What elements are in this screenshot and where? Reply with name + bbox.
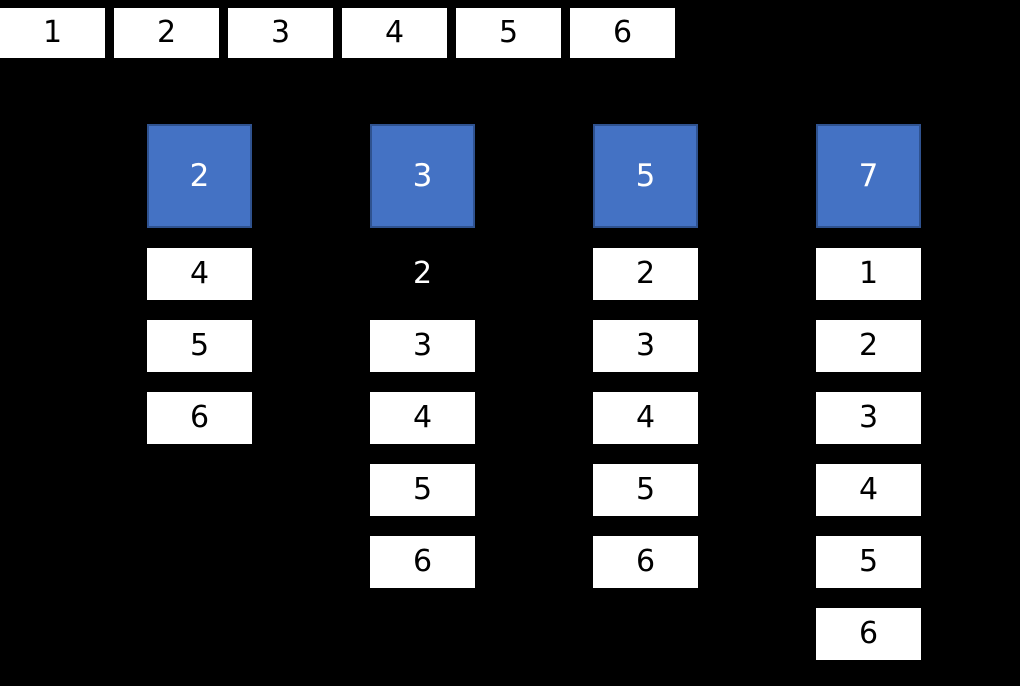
column-item[interactable]: 5 <box>816 536 921 588</box>
column-item[interactable]: 1 <box>816 248 921 300</box>
column-header-cell[interactable]: 3 <box>370 124 475 228</box>
column-item-plain[interactable]: 2 <box>412 256 433 291</box>
column-2: 3 2 3 4 5 6 <box>370 124 475 660</box>
column-3: 5 2 3 4 5 6 <box>593 124 698 660</box>
input-cell[interactable]: 6 <box>570 8 675 58</box>
columns-group: 2 4 5 6 3 2 3 4 5 6 5 2 3 4 5 6 7 1 2 3 4 5 6 <box>147 124 921 660</box>
input-cell[interactable]: 3 <box>228 8 333 58</box>
column-item[interactable]: 6 <box>147 392 252 444</box>
column-item[interactable]: 4 <box>593 392 698 444</box>
column-item[interactable]: 5 <box>370 464 475 516</box>
column-item[interactable]: 6 <box>370 536 475 588</box>
column-item[interactable]: 4 <box>816 464 921 516</box>
input-cell[interactable]: 1 <box>0 8 105 58</box>
input-cell[interactable]: 4 <box>342 8 447 58</box>
column-header-cell[interactable]: 7 <box>816 124 921 228</box>
column-item[interactable]: 2 <box>593 248 698 300</box>
input-cell[interactable]: 5 <box>456 8 561 58</box>
column-item[interactable]: 5 <box>147 320 252 372</box>
column-item[interactable]: 2 <box>816 320 921 372</box>
input-cell[interactable]: 2 <box>114 8 219 58</box>
column-item[interactable]: 6 <box>593 536 698 588</box>
column-1: 2 4 5 6 <box>147 124 252 660</box>
column-header-cell[interactable]: 5 <box>593 124 698 228</box>
column-item[interactable]: 5 <box>593 464 698 516</box>
column-item[interactable]: 4 <box>147 248 252 300</box>
column-item[interactable]: 3 <box>593 320 698 372</box>
column-header-cell[interactable]: 2 <box>147 124 252 228</box>
column-4: 7 1 2 3 4 5 6 <box>816 124 921 660</box>
column-item[interactable]: 6 <box>816 608 921 660</box>
column-item[interactable]: 3 <box>816 392 921 444</box>
column-item[interactable]: 3 <box>370 320 475 372</box>
column-item[interactable]: 4 <box>370 392 475 444</box>
